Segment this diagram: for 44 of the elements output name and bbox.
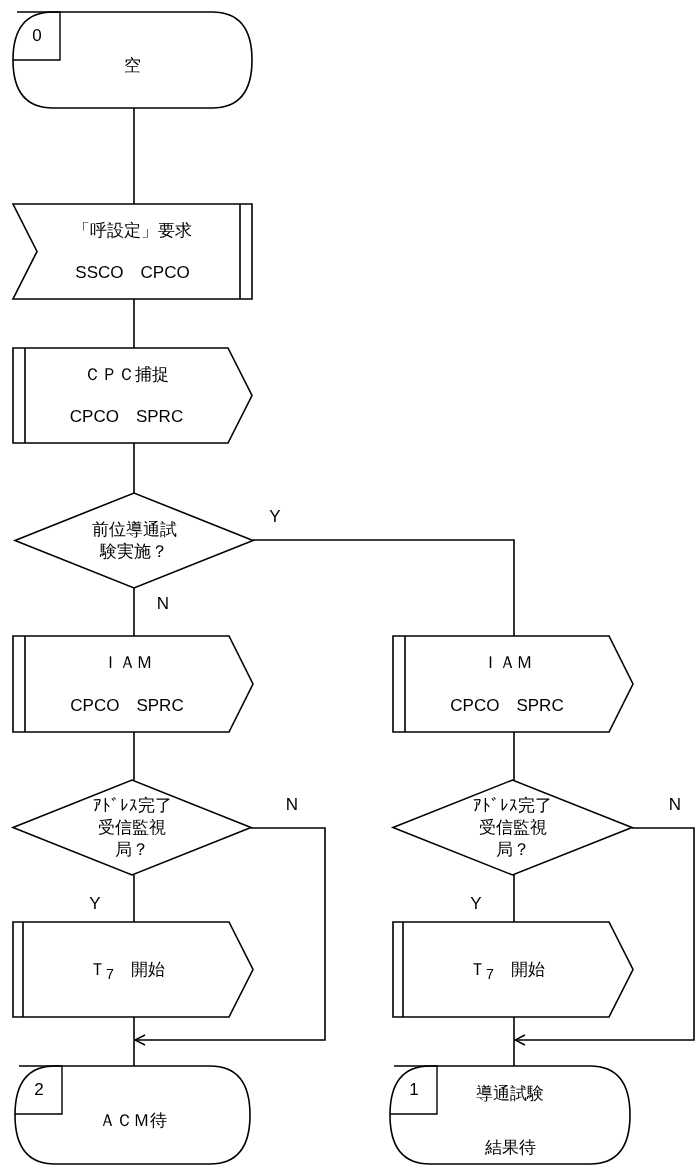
output-signal-shape <box>13 636 253 732</box>
signal-text: CPCO SPRC <box>70 694 184 717</box>
state-shape <box>390 1066 630 1164</box>
state-shape <box>13 12 252 108</box>
state-label: 空 <box>123 54 142 77</box>
output-signal-shape <box>393 636 633 732</box>
state-number: 1 <box>409 1080 419 1100</box>
output-signal-shape <box>13 348 252 443</box>
task-shape <box>393 922 633 1017</box>
state-number: 2 <box>34 1080 44 1100</box>
state-shape <box>15 1066 250 1164</box>
connector-line <box>133 107 135 205</box>
state-label: 導通試験結果待 <box>475 1082 545 1159</box>
signal-text: CPCO SPRC <box>69 405 184 428</box>
connector-line <box>513 1016 515 1067</box>
connector-line <box>133 874 135 923</box>
task-text: Ｔ$_{7}$ 開始 <box>89 958 165 982</box>
input-signal-shape <box>13 204 252 299</box>
signal-text: ＩＡＭ <box>481 651 533 674</box>
signal-text: ＣＰＣ捕捉 <box>84 363 169 386</box>
task-text: Ｔ$_{7}$ 開始 <box>469 958 545 982</box>
task-shape <box>13 922 253 1017</box>
connector-line <box>133 442 135 494</box>
connector-line <box>133 731 135 781</box>
decision-diamond <box>393 780 632 875</box>
connector-line <box>133 587 135 637</box>
state-label: ＡＣＭ待 <box>97 1109 168 1132</box>
signal-text: 「呼設定」要求 <box>73 219 192 242</box>
decision-text: ｱﾄﾞﾚｽ完了受信監視局？ <box>91 794 173 861</box>
connector-line <box>513 874 515 923</box>
connector-line <box>133 1016 135 1067</box>
connector-line <box>133 298 135 349</box>
state-number: 0 <box>32 26 42 46</box>
decision-diamond <box>15 493 253 588</box>
signal-text: SSCO CPCO <box>75 261 190 284</box>
arrow <box>514 827 695 1046</box>
arrow <box>134 827 326 1046</box>
decision-text: ｱﾄﾞﾚｽ完了受信監視局？ <box>472 794 553 861</box>
signal-text: CPCO SPRC <box>450 694 564 717</box>
decision-text: 前位導通試験実施？ <box>90 518 178 563</box>
decision-diamond <box>13 780 251 875</box>
connector-line <box>513 731 515 781</box>
connector-line <box>252 539 515 637</box>
signal-text: ＩＡＭ <box>101 651 153 674</box>
